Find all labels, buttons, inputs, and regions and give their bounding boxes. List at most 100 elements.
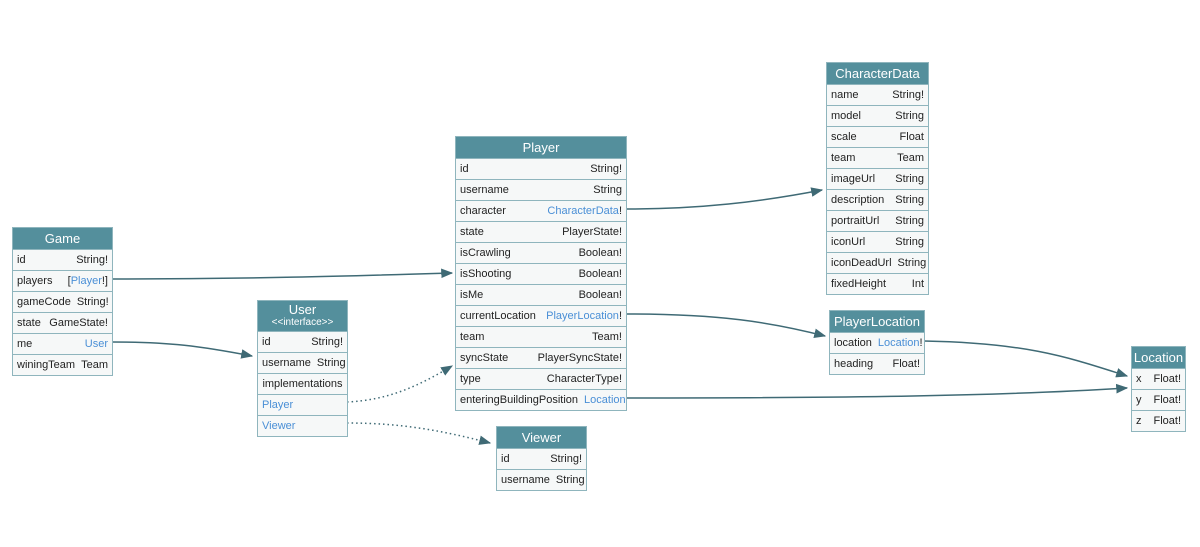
field-type: CharacterType! <box>546 373 622 385</box>
field-name: isCrawling <box>460 247 511 259</box>
field-row[interactable]: id String! <box>13 249 112 270</box>
type-link[interactable]: Player <box>70 275 102 287</box>
field-row[interactable]: syncState PlayerSyncState! <box>456 347 626 368</box>
field-type: Location! <box>878 333 923 353</box>
type-link[interactable]: Location <box>877 337 920 349</box>
field-name: winingTeam <box>17 359 76 371</box>
node-title: Player <box>456 137 626 158</box>
implementation-link[interactable]: Player <box>262 399 294 411</box>
field-type: Float! <box>892 358 920 370</box>
field-name: isMe <box>460 289 484 301</box>
node-title: User<<interface>> <box>258 301 347 331</box>
edge-player-enteringbuildingposition <box>625 383 1129 399</box>
field-name: id <box>17 254 26 266</box>
node-subtitle: <<interface>> <box>271 317 334 328</box>
field-row[interactable]: enteringBuildingPosition Location <box>456 389 626 410</box>
field-type: String <box>555 474 585 486</box>
field-row[interactable]: Player <box>258 394 347 415</box>
field-name: x <box>1136 373 1142 385</box>
field-name: iconDeadUrl <box>831 257 892 269</box>
field-type: String! <box>76 254 108 266</box>
node-title-text: PlayerLocation <box>834 314 920 329</box>
field-type: PlayerSyncState! <box>537 352 622 364</box>
field-row[interactable]: players[Player!] <box>13 270 112 291</box>
field-row[interactable]: z Float! <box>1132 410 1185 431</box>
field-name: username <box>460 184 509 196</box>
type-link[interactable]: PlayerLocation <box>546 310 619 322</box>
field-row[interactable]: Viewer <box>258 415 347 436</box>
field-name: model <box>831 110 861 122</box>
field-type: Float! <box>1153 415 1181 427</box>
field-type: Location <box>584 390 626 410</box>
node-title: Location <box>1132 347 1185 368</box>
field-type: PlayerLocation! <box>546 306 622 326</box>
node-title-text: Location <box>1133 350 1184 365</box>
field-name: description <box>831 194 885 206</box>
node-title-text: User <box>288 302 317 317</box>
field-name: username <box>262 357 311 369</box>
field-name: iconUrl <box>831 236 866 248</box>
type-link[interactable]: Location <box>584 394 626 406</box>
field-name: z <box>1136 415 1142 427</box>
field-name: fixedHeight <box>831 278 887 290</box>
field-row[interactable]: heading Float! <box>830 353 924 374</box>
field-row[interactable]: implementations <box>258 373 347 394</box>
implementation-link[interactable]: Viewer <box>262 420 296 432</box>
field-name: players <box>17 275 53 287</box>
field-type: CharacterData! <box>547 201 622 221</box>
field-type: User <box>85 334 108 354</box>
field-name: heading <box>834 358 874 370</box>
field-name: state <box>17 317 41 329</box>
field-type: Float <box>899 131 924 143</box>
type-link[interactable]: User <box>84 338 108 350</box>
type-link[interactable]: CharacterData <box>547 205 619 217</box>
edge-game-me-user <box>111 341 254 359</box>
field-name: syncState <box>460 352 509 364</box>
field-type: PlayerState! <box>562 226 622 238</box>
field-name: team <box>460 331 485 343</box>
field-name: enteringBuildingPosition <box>460 394 579 406</box>
type-suffix: !] <box>101 275 108 287</box>
type-suffix: ! <box>919 337 923 349</box>
field-type: String! <box>550 453 582 465</box>
